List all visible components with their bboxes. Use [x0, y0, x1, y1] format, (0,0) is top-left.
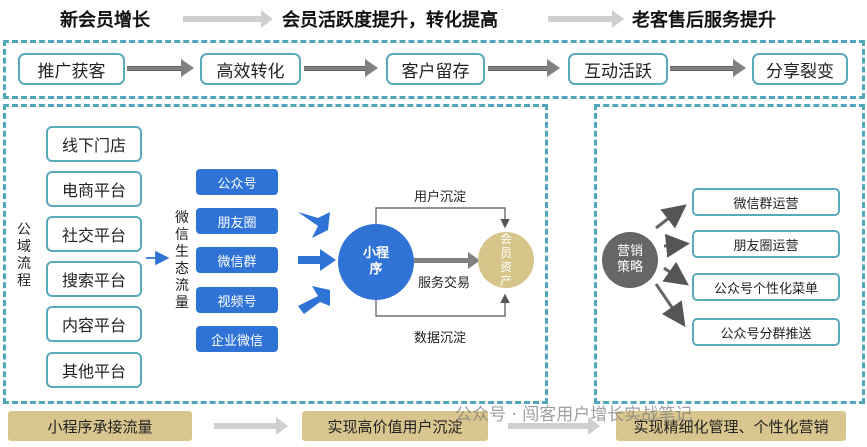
- phase-arrow-2: [548, 10, 624, 28]
- ops-official-menu: 公众号个性化菜单: [692, 273, 840, 301]
- wechat-channels: 视频号: [196, 287, 278, 313]
- strategy-panel: [594, 104, 865, 404]
- stage-arrow-3: [488, 59, 560, 77]
- footer-arrow-1: [214, 417, 288, 435]
- wechat-to-miniprogram-arrows: [298, 212, 336, 314]
- member-asset-node: 会员资产: [478, 232, 534, 288]
- footer-deposit: 实现高价值用户沉淀: [302, 411, 488, 441]
- ops-official-push: 公众号分群推送: [692, 318, 840, 346]
- stage-arrow-2: [304, 59, 378, 77]
- stage-container: [3, 40, 865, 99]
- wechat-ecosystem-label: 微信生态流量: [175, 210, 189, 311]
- marketing-strategy-label: 营销策略: [616, 244, 643, 275]
- wechat-official-account: 公众号: [196, 169, 278, 195]
- stage-retain: 客户留存: [386, 53, 485, 85]
- mini-program-node: 小程序: [338, 224, 414, 300]
- stage-convert: 高效转化: [200, 53, 301, 85]
- public-domain-label: 公域流程: [17, 222, 31, 289]
- strategy-arrows: [654, 204, 690, 327]
- phase-title-new-member: 新会员增长: [60, 10, 150, 31]
- footer-management: 实现精细化管理、个性化营销: [616, 411, 846, 441]
- service-trade-head: [468, 252, 480, 269]
- stage-arrow-4: [670, 59, 746, 77]
- phase-title-after-sales: 老客售后服务提升: [632, 10, 776, 31]
- wechat-groups: 微信群: [196, 247, 278, 273]
- channel-content: 内容平台: [46, 306, 142, 342]
- ops-wechat-group: 微信群运营: [692, 188, 840, 216]
- channel-offline-store: 线下门店: [46, 126, 142, 162]
- wechat-moments: 朋友圈: [196, 208, 278, 234]
- channel-ecommerce: 电商平台: [46, 171, 142, 207]
- channel-other: 其他平台: [46, 352, 142, 388]
- stage-engage: 互动活跃: [568, 53, 668, 85]
- stage-acquire: 推广获客: [18, 53, 125, 85]
- mini-program-label: 小程序: [362, 246, 389, 277]
- channel-search: 搜索平台: [46, 261, 142, 297]
- wechat-work: 企业微信: [196, 326, 278, 352]
- footer-arrow-2: [508, 417, 600, 435]
- stage-arrow-1: [127, 59, 194, 77]
- phase-title-activity: 会员活跃度提升，转化提高: [282, 10, 498, 31]
- user-deposit-label: 用户沉淀: [414, 190, 467, 205]
- member-asset-label: 会员资产: [499, 232, 512, 288]
- footer-traffic: 小程序承接流量: [8, 411, 192, 441]
- stage-share: 分享裂变: [752, 53, 848, 85]
- traffic-panel: [3, 104, 548, 404]
- data-deposit-label: 数据沉淀: [414, 331, 467, 346]
- service-trade-label: 服务交易: [418, 276, 471, 291]
- ops-moments: 朋友圈运营: [692, 230, 840, 258]
- marketing-strategy-node: 营销策略: [602, 232, 658, 288]
- channel-social: 社交平台: [46, 216, 142, 252]
- watermark: 公众号 · 闯客用户增长实战笔记: [455, 405, 693, 425]
- service-trade-bar: [414, 258, 468, 263]
- phase-arrow-1: [183, 10, 273, 28]
